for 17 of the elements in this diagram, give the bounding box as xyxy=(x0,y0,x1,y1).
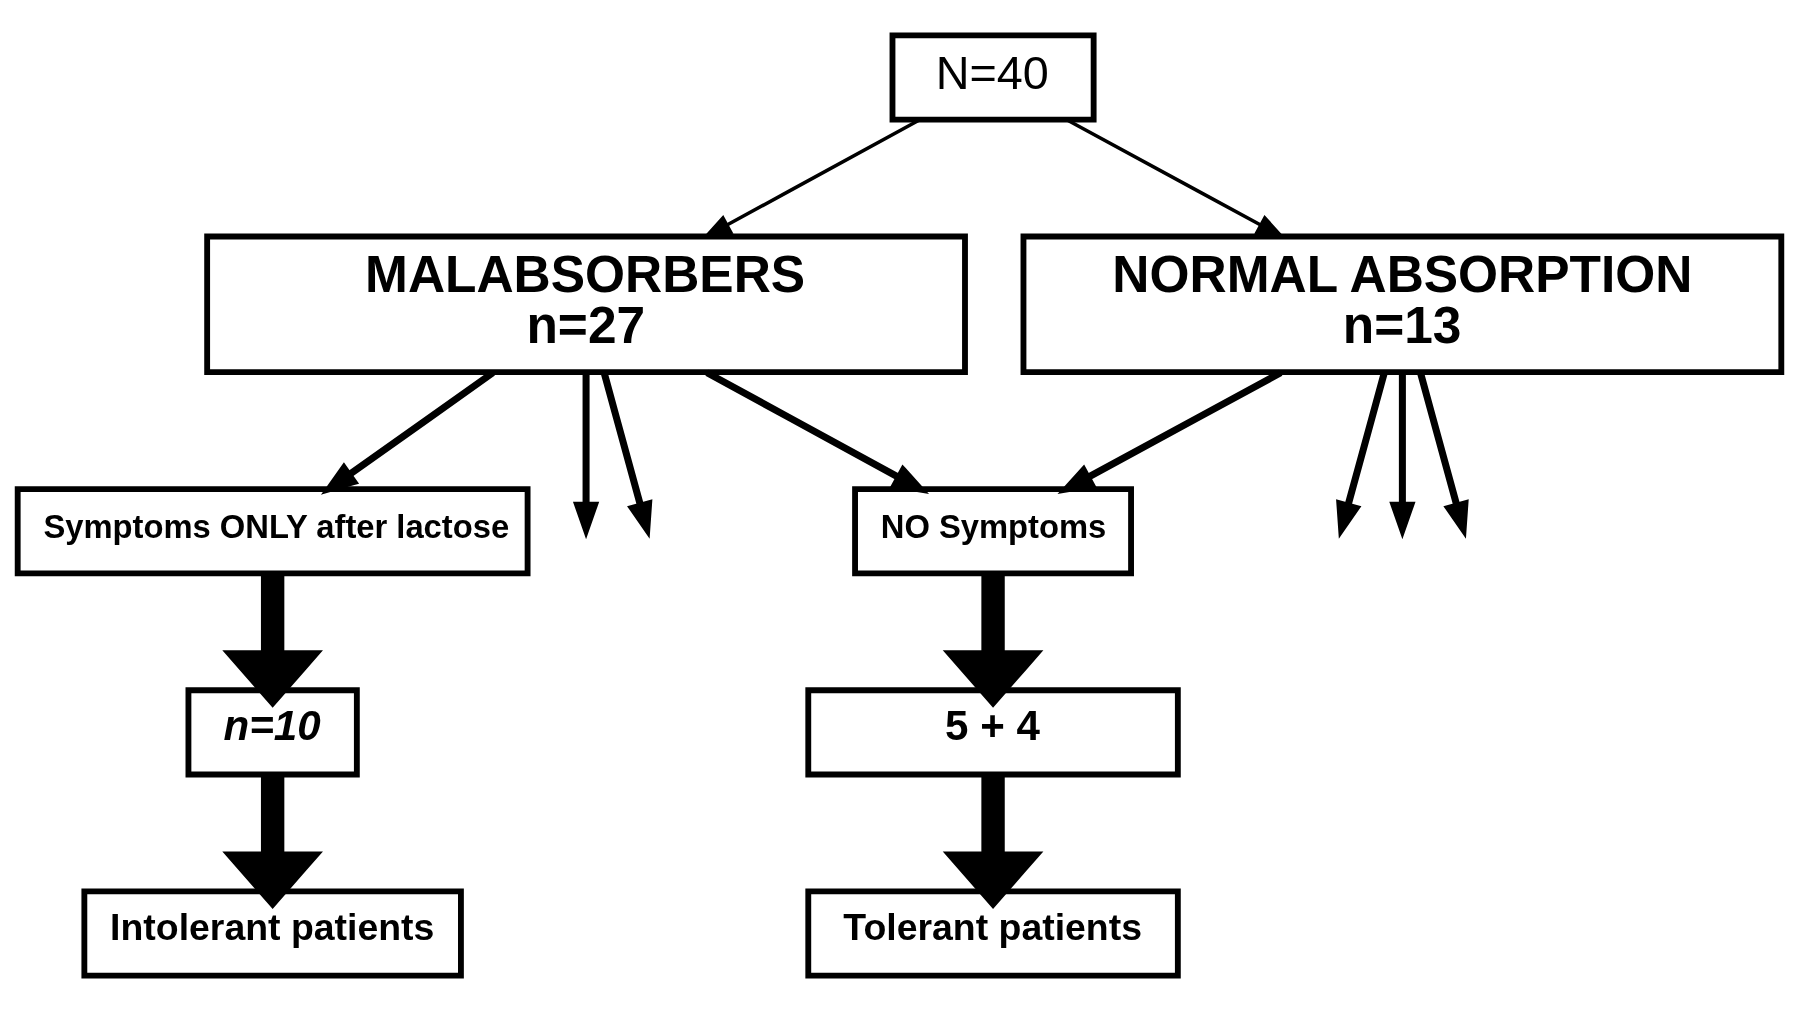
node-box: Intolerant patients xyxy=(81,888,464,979)
arrow xyxy=(942,775,1044,909)
node-box: N=40 xyxy=(889,32,1097,123)
node-box: Tolerant patients xyxy=(805,888,1181,979)
node-box: Symptoms ONLY after lactose xyxy=(14,486,531,577)
arrow xyxy=(705,369,930,494)
node-box: NO Symptoms xyxy=(852,486,1134,577)
arrow xyxy=(222,775,323,909)
node-box: NORMAL ABSORPTION n=13 xyxy=(1020,233,1785,376)
node-box: 5 + 4 xyxy=(805,687,1181,778)
node-box: n=10 xyxy=(185,687,360,778)
arrow xyxy=(222,574,323,708)
arrow xyxy=(572,372,600,540)
arrow xyxy=(1389,372,1416,540)
arrow xyxy=(1057,369,1283,494)
arrow xyxy=(942,574,1044,708)
node-box: MALABSORBERS n=27 xyxy=(204,233,968,376)
